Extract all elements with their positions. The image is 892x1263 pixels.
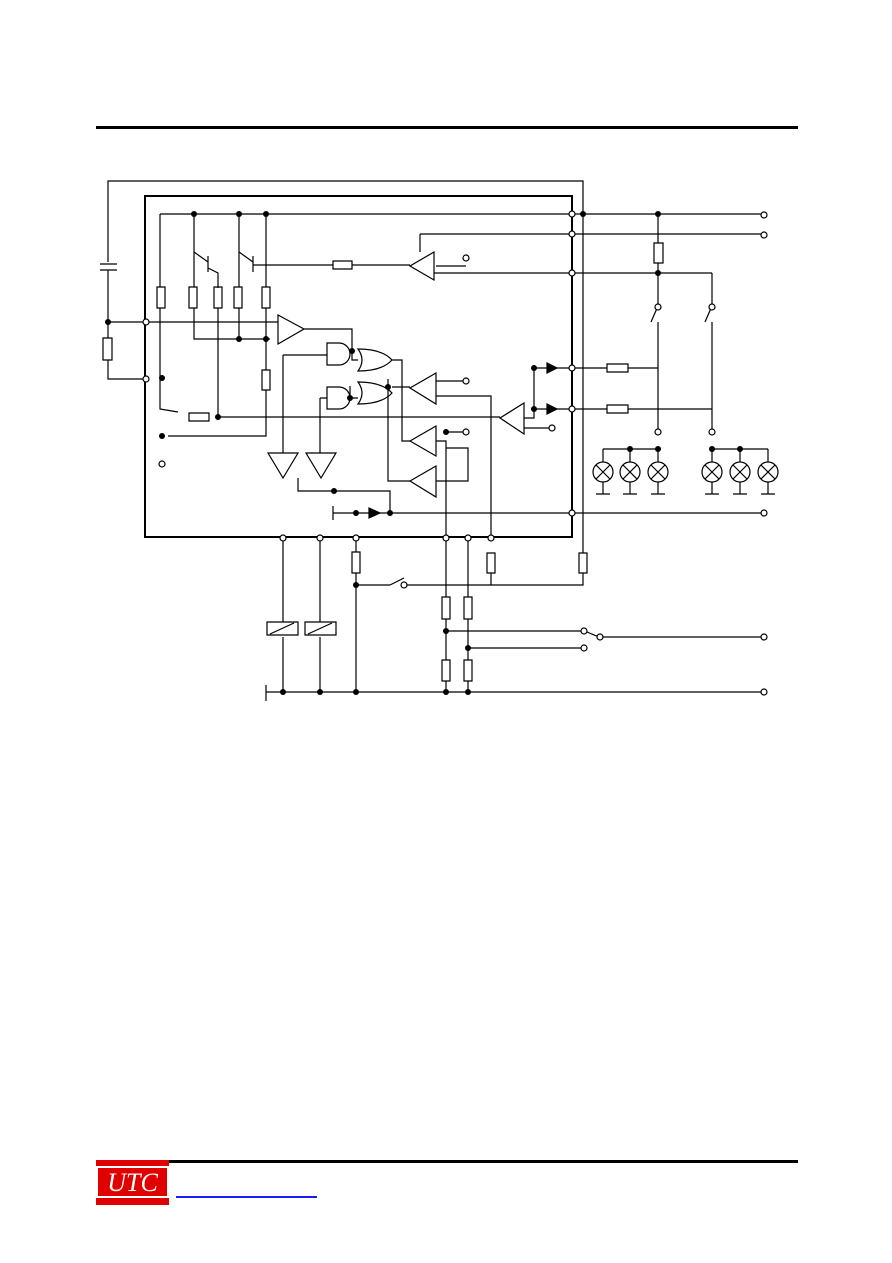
comparator-1 [278, 315, 304, 344]
header-rule [96, 126, 798, 129]
footer-link[interactable] [176, 1196, 317, 1198]
comparator-3 [410, 373, 436, 404]
driver-2 [306, 453, 336, 478]
logo-text: UTC [107, 1168, 158, 1197]
and-gate-2 [327, 387, 350, 409]
diode-1 [547, 363, 557, 373]
lamp-group-left [593, 462, 668, 494]
resistor-int-1 [333, 261, 352, 269]
comparator-4 [500, 403, 524, 434]
relay-coil-1 [267, 622, 298, 635]
and-gate-1 [327, 343, 350, 365]
ground-rail [266, 685, 766, 701]
comparator-5 [410, 426, 436, 456]
resistor-ext-1 [103, 338, 112, 360]
relay-coil-2 [305, 622, 336, 635]
outer-wire [108, 181, 583, 262]
ic-package [145, 196, 572, 537]
or-gate-1 [358, 349, 392, 371]
capacitor [100, 264, 117, 270]
footer-rule [96, 1160, 798, 1163]
or-gate-2 [358, 382, 392, 404]
comparator-2 [410, 252, 434, 280]
utc-logo: UTC [96, 1160, 169, 1205]
diode-2 [547, 404, 557, 414]
lamp-group-right [702, 462, 778, 494]
driver-1 [268, 453, 298, 478]
comparator-6 [410, 466, 436, 497]
